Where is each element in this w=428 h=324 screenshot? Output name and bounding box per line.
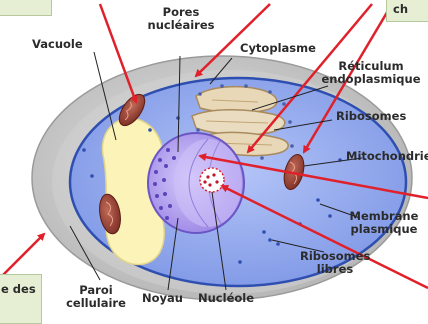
- label-noyau: Noyau: [142, 292, 183, 305]
- cropped-label-top-right: ch: [393, 3, 408, 16]
- label-membrane-plasmique: Membrane plasmique: [346, 210, 422, 236]
- nucleus: [148, 133, 244, 233]
- callout-box-bottom-left: e des: [0, 274, 42, 324]
- label-pores-nucleaires: Pores nucléaires: [146, 6, 216, 32]
- cropped-label-bottom-left: e des: [1, 283, 36, 296]
- label-ribosomes-libres: Ribosomes libres: [300, 250, 370, 276]
- label-reticulum-endoplasmique: Réticulum endoplasmique: [316, 60, 426, 86]
- label-ribosomes: Ribosomes: [336, 110, 406, 123]
- nucleolus: [200, 168, 224, 192]
- label-nucleole: Nucléole: [198, 292, 254, 305]
- callout-box-top-right: ch: [386, 0, 428, 22]
- label-paroi-cellulaire: Paroi cellulaire: [64, 284, 128, 310]
- label-mitochondrie: Mitochondrie: [346, 150, 428, 163]
- label-vacuole: Vacuole: [32, 38, 83, 51]
- callout-box-top-left: [0, 0, 52, 16]
- label-cytoplasme: Cytoplasme: [240, 42, 316, 55]
